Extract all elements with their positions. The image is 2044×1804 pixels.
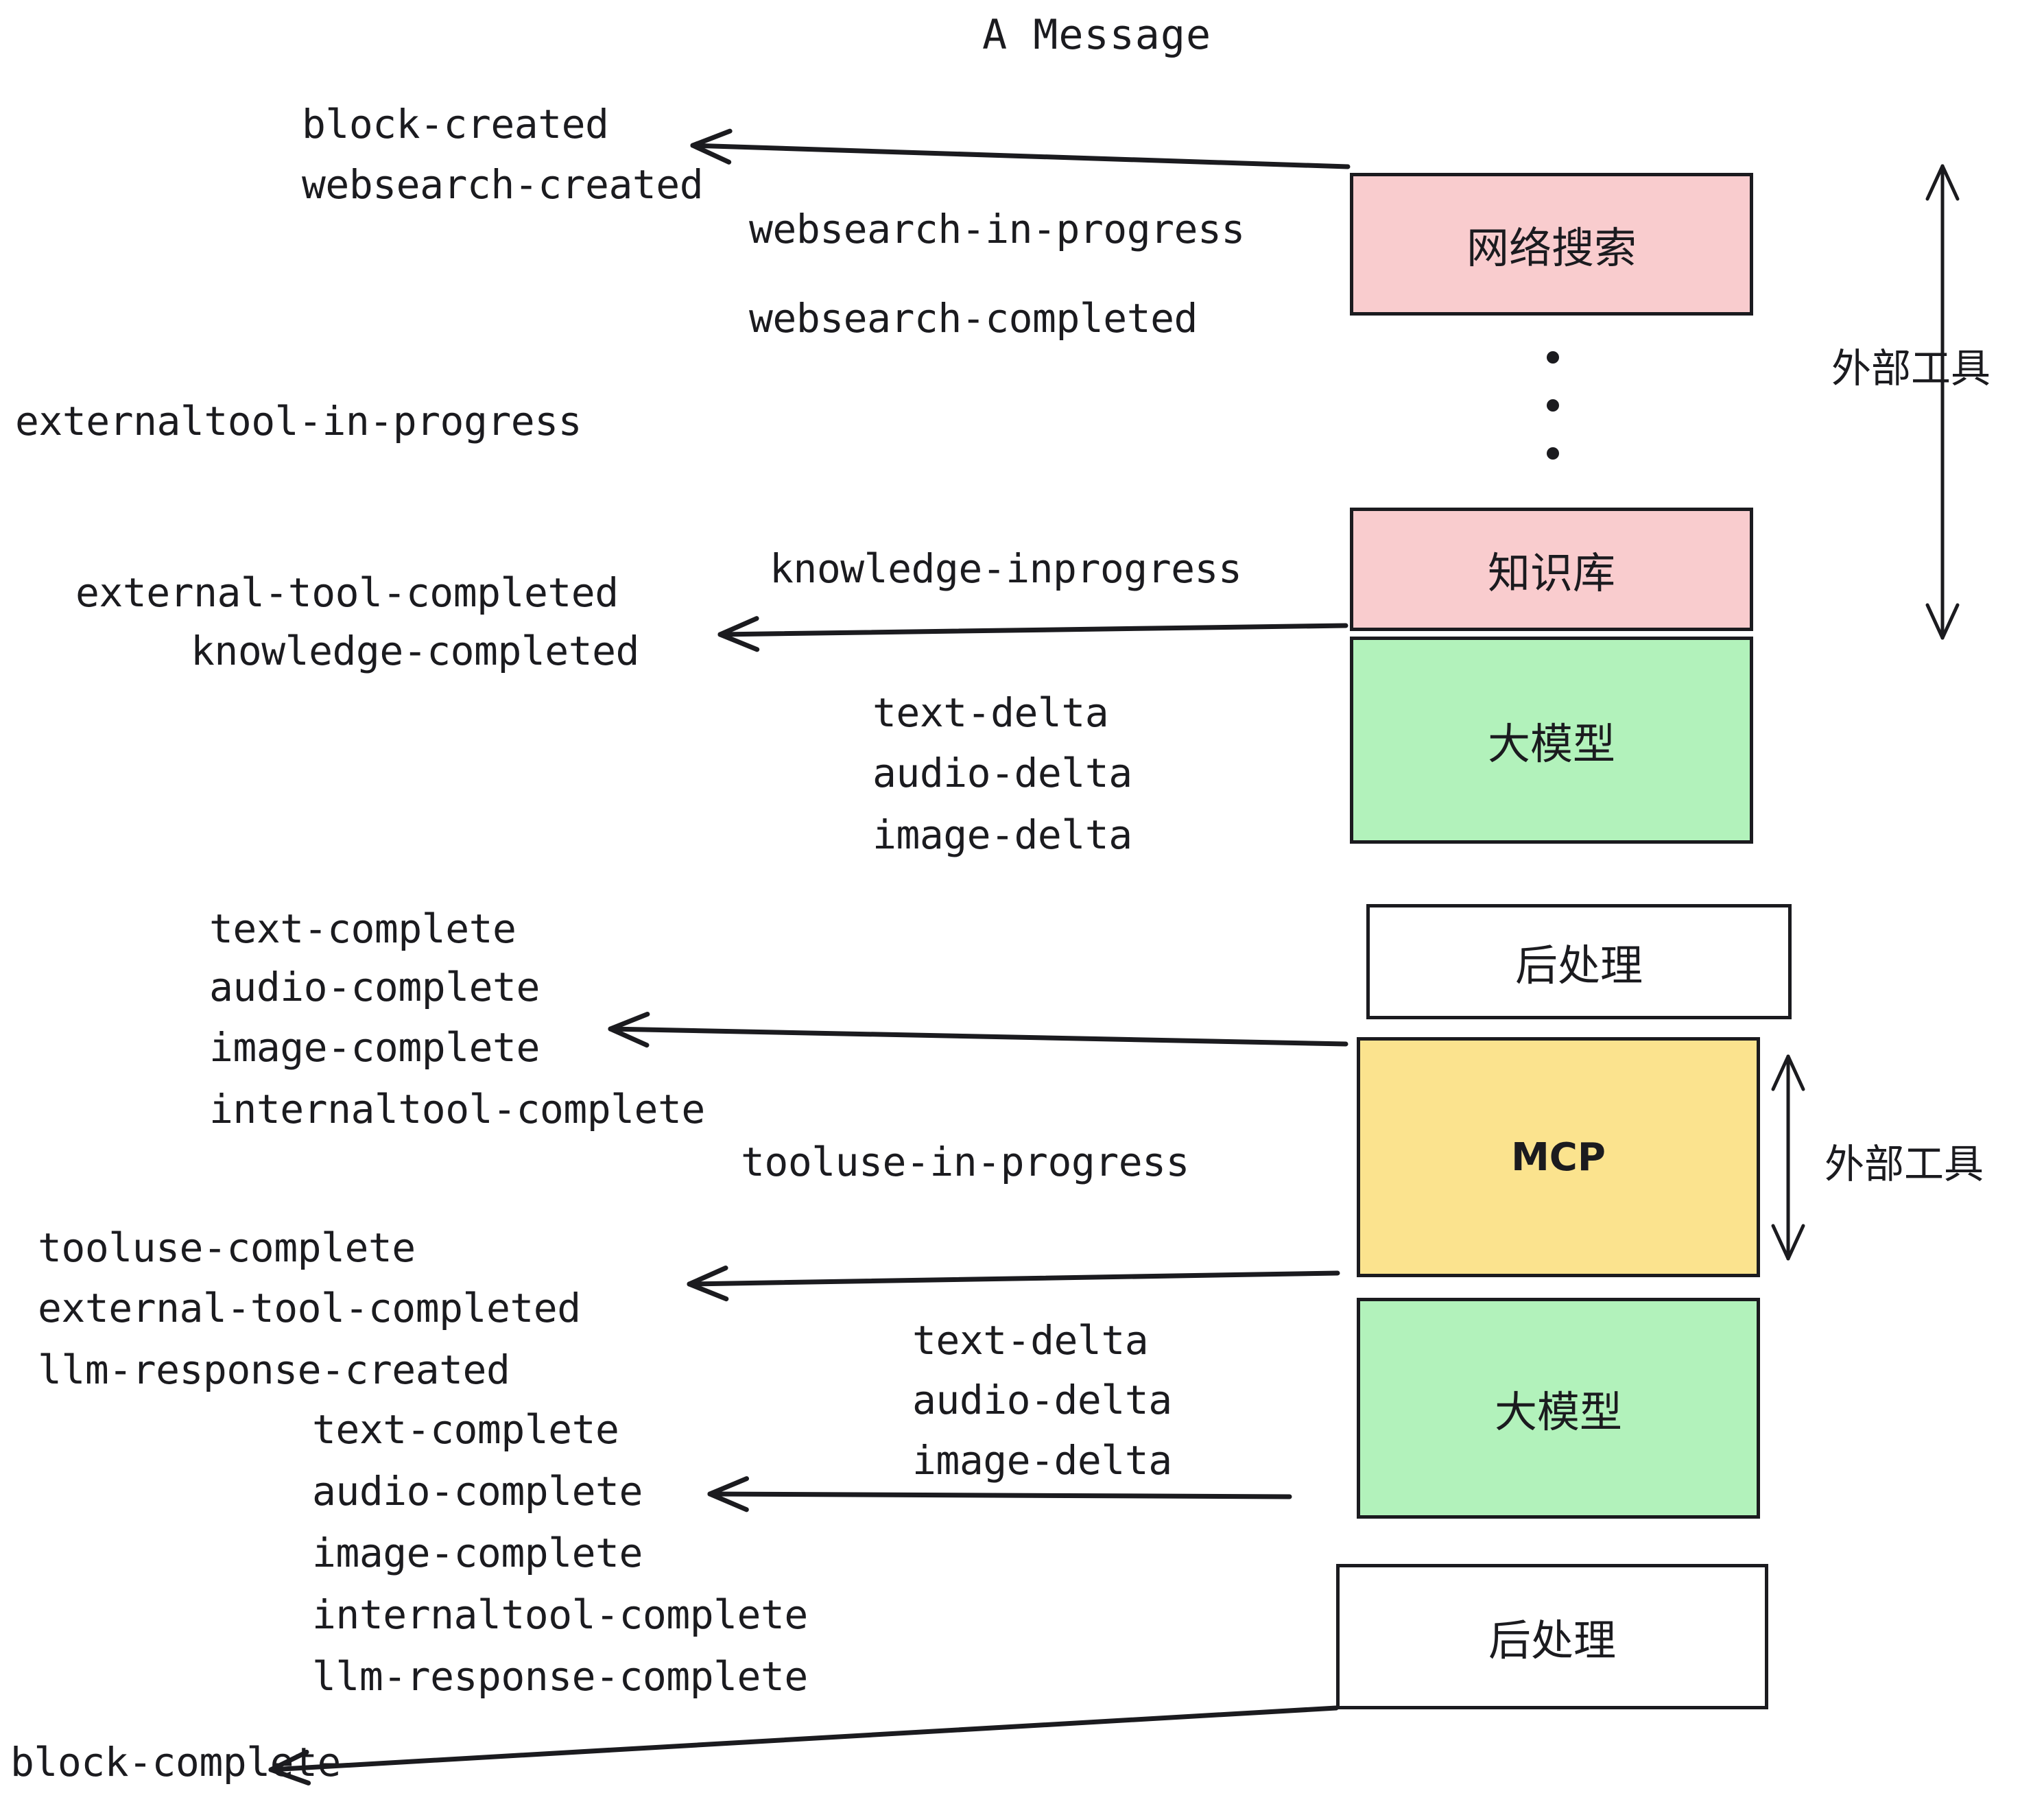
event-label-audio-complete-1: audio-complete (209, 964, 540, 1010)
event-label-external-tool-completed-2: external-tool-completed (38, 1285, 581, 1331)
external-tools-arrow-top (1925, 164, 1960, 640)
event-label-websearch-created: websearch-created (302, 161, 704, 208)
event-label-audio-delta-1: audio-delta (872, 750, 1132, 796)
event-label-llm-response-created: llm-response-created (38, 1346, 510, 1393)
node-postproc-2[interactable]: 后处理 (1336, 1564, 1768, 1709)
event-label-text-delta-1: text-delta (872, 689, 1109, 736)
event-label-knowledge-inprogress: knowledge-inprogress (770, 545, 1242, 592)
event-label-image-delta-1: image-delta (872, 811, 1132, 858)
ellipsis-dot (1547, 351, 1559, 364)
event-label-audio-delta-2: audio-delta (912, 1377, 1172, 1423)
external-tools-arrow-bottom (1771, 1054, 1805, 1261)
node-mcp[interactable]: MCP (1357, 1037, 1760, 1277)
ellipsis-dot (1547, 399, 1559, 412)
node-websearch[interactable]: 网络搜索 (1350, 173, 1753, 316)
label-external-tools-bottom: 外部工具 (1825, 1141, 1984, 1187)
event-label-tooluse-in-progress: tooluse-in-progress (741, 1139, 1189, 1185)
event-label-audio-complete-2: audio-complete (312, 1468, 643, 1515)
arrow-block-created (690, 128, 1351, 169)
event-label-external-tool-completed-1: external-tool-completed (75, 569, 619, 616)
event-label-tooluse-complete: tooluse-complete (38, 1224, 416, 1271)
arrow-block-complete (268, 1705, 1339, 1785)
label-external-tools-top: 外部工具 (1831, 345, 1991, 392)
node-knowledge[interactable]: 知识库 (1350, 508, 1753, 631)
event-label-image-delta-2: image-delta (912, 1437, 1172, 1484)
ellipsis-dot (1547, 447, 1559, 460)
node-llm-2[interactable]: 大模型 (1357, 1298, 1760, 1519)
event-label-internaltool-complete-2: internaltool-complete (312, 1591, 808, 1638)
event-label-externaltool-in-progress: externaltool-in-progress (15, 398, 582, 444)
event-label-websearch-in-progress: websearch-in-progress (749, 206, 1245, 252)
event-label-text-complete-2: text-complete (312, 1406, 619, 1453)
vertical-ellipsis-dots (1547, 351, 1559, 460)
arrow-tooluse-complete (687, 1266, 1340, 1302)
node-llm-1[interactable]: 大模型 (1350, 637, 1753, 844)
event-label-internaltool-complete-1: internaltool-complete (209, 1086, 705, 1132)
event-label-block-created: block-created (302, 101, 609, 147)
event-label-image-complete-2: image-complete (312, 1530, 643, 1576)
event-label-websearch-completed: websearch-completed (749, 295, 1198, 342)
event-label-knowledge-completed: knowledge-completed (191, 628, 639, 674)
page-title: A Message (982, 11, 1212, 59)
arrow-knowledge-complete (717, 616, 1348, 652)
node-postproc-1[interactable]: 后处理 (1366, 904, 1792, 1019)
event-label-text-complete-1: text-complete (209, 905, 516, 952)
arrow-image-complete (608, 1012, 1348, 1048)
event-label-block-complete: block-complete (10, 1739, 341, 1785)
event-label-image-complete-1: image-complete (209, 1024, 540, 1071)
event-label-text-delta-2: text-delta (912, 1317, 1149, 1364)
event-label-llm-response-complete: llm-response-complete (312, 1653, 808, 1700)
